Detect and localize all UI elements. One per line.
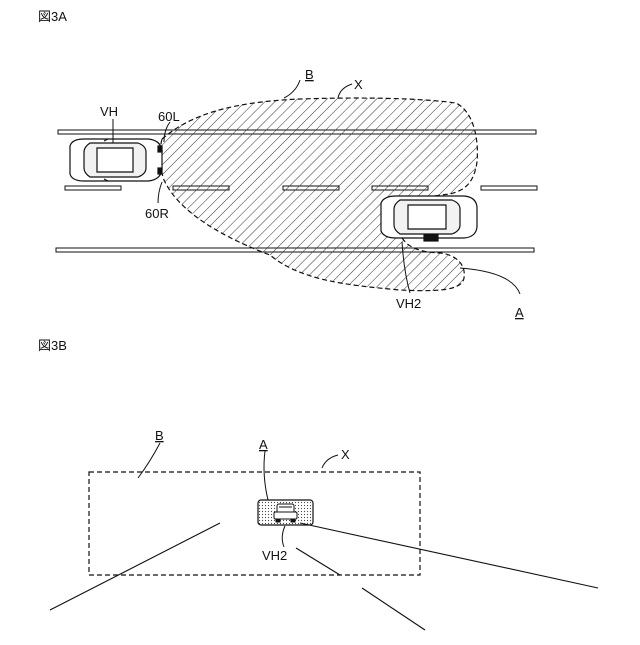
detection-region-x (160, 98, 477, 291)
fig3a-label-b: B (305, 67, 314, 82)
fig3a-label-x: X (354, 77, 363, 92)
road-perspective-lines (50, 523, 598, 630)
fig3a-label-vh2: VH2 (396, 296, 421, 311)
target-region-a (258, 500, 313, 525)
fig3a-label-vh: VH (100, 104, 118, 119)
fig3b-label-a: A (259, 437, 268, 452)
fig3b-title: 図3B (38, 338, 67, 353)
own-vehicle-vh (70, 139, 162, 181)
other-vehicle-vh2 (381, 196, 477, 241)
fig3a-title: 図3A (38, 9, 67, 24)
fig3b-label-x: X (341, 447, 350, 462)
fig3b-label-vh2: VH2 (262, 548, 287, 563)
fig3a-label-60l: 60L (158, 109, 180, 124)
vehicle-rear-icon (274, 504, 297, 522)
detection-region-x-3b (89, 472, 420, 575)
fig3b-label-b: B (155, 428, 164, 443)
fig3a-label-a: A (515, 305, 524, 320)
leader-lines-3b (138, 443, 338, 547)
fig3a-label-60r: 60R (145, 206, 169, 221)
